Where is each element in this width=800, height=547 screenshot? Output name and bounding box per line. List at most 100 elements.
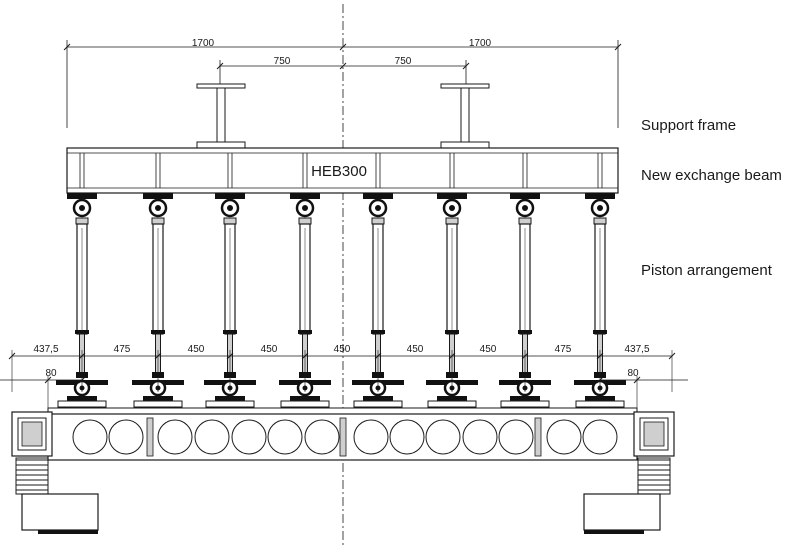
dim-tick-top-1 [339, 43, 347, 51]
piston-foot [67, 396, 97, 401]
abutment-core [21, 421, 43, 447]
support-frame-label: Support frame [641, 117, 737, 134]
support-i-beam-1 [196, 83, 246, 149]
dim-tick-inner-1 [339, 62, 347, 70]
slab-joint-1 [339, 417, 347, 457]
slab-joint-0 [146, 417, 154, 457]
slab-void-12 [546, 419, 582, 455]
piston-bearing-pad [57, 400, 107, 408]
dim-spacing-9: 437,5 [624, 344, 649, 355]
piston-collar [445, 217, 459, 225]
abutment-hatch-frame [15, 457, 49, 495]
slab-void-13 [582, 419, 618, 455]
piston-top-pin [449, 205, 455, 211]
slab-void-6 [304, 419, 340, 455]
piston-cylinder-end [75, 330, 89, 334]
slab-void-4 [231, 419, 267, 455]
exchange-beam [66, 147, 619, 194]
foundation-right-base [584, 530, 644, 534]
piston-cylinder-end [223, 330, 237, 334]
piston-bearing-pad [133, 400, 183, 408]
dim-spacing-6: 450 [407, 344, 424, 355]
foundation-left [21, 493, 99, 531]
piston-cylinder-end [593, 330, 607, 334]
dim-edge-left-label: 80 [45, 368, 57, 379]
spacing-tick-8 [596, 352, 604, 360]
piston-cylinder-end [371, 330, 385, 334]
spacing-tick-0 [8, 352, 16, 360]
slab-void-1 [108, 419, 144, 455]
dim-spacing-1: 437,5 [33, 344, 58, 355]
piston-bearing-pad [575, 400, 625, 408]
abutment-hatch-frame [637, 457, 671, 495]
dim-tick-top-2 [614, 43, 622, 51]
support-i-beam-2 [440, 83, 490, 149]
spacing-tick-3 [226, 352, 234, 360]
slab-void-10 [462, 419, 498, 455]
piston-foot [437, 396, 467, 401]
piston-top-plate [215, 193, 245, 199]
abutments [11, 411, 675, 534]
piston-collar [371, 217, 385, 225]
spacing-tick-7 [521, 352, 529, 360]
piston-cylinder-end [445, 330, 459, 334]
piston-array [56, 193, 626, 408]
beam-profile-label: HEB300 [311, 163, 367, 180]
piston-collar [151, 217, 165, 225]
dim-spacing-2: 475 [114, 344, 131, 355]
piston-bearing-pad [500, 400, 550, 408]
piston-foot [585, 396, 615, 401]
i-beam-web [460, 87, 470, 143]
piston-foot [143, 396, 173, 401]
piston-collar [593, 217, 607, 225]
piston-arrangement-label: Piston arrangement [641, 262, 772, 279]
slab-void-5 [267, 419, 303, 455]
spacing-tick-4 [301, 352, 309, 360]
piston-top-plate [290, 193, 320, 199]
slab-void-2 [157, 419, 193, 455]
slab-void-11 [498, 419, 534, 455]
piston-collar [518, 217, 532, 225]
dim-tick-inner-0 [216, 62, 224, 70]
slab-void-7 [353, 419, 389, 455]
piston-top-pin [302, 205, 308, 211]
dim-top-left-label: 1700 [192, 38, 215, 49]
dim-spacing-8: 475 [555, 344, 572, 355]
spacing-tick-6 [448, 352, 456, 360]
piston-foot [363, 396, 393, 401]
piston-bearing-pad [205, 400, 255, 408]
spacing-tick-9 [668, 352, 676, 360]
piston-top-pin [79, 205, 85, 211]
dim-spacing-4: 450 [261, 344, 278, 355]
foundation-right [583, 493, 661, 531]
hollow-core-slab [47, 407, 638, 461]
piston-top-plate [585, 193, 615, 199]
exchange-beam-label: New exchange beam [641, 167, 782, 184]
piston-top-plate [67, 193, 97, 199]
piston-top-pin [375, 205, 381, 211]
spacing-tick-2 [154, 352, 162, 360]
piston-collar [75, 217, 89, 225]
piston-top-pin [155, 205, 161, 211]
dim-tick-top-0 [63, 43, 71, 51]
dim-inner-right-label: 750 [395, 56, 412, 67]
piston-top-plate [363, 193, 393, 199]
foundation-left-base [38, 530, 98, 534]
piston-collar [223, 217, 237, 225]
piston-bearing-pad [280, 400, 330, 408]
slab-void-0 [72, 419, 108, 455]
piston-foot [215, 396, 245, 401]
i-beam-top-flange [196, 83, 246, 89]
abutment-2 [633, 411, 675, 495]
edge-tick-right-a [596, 376, 604, 384]
abutment-1 [11, 411, 53, 495]
slab-void-3 [194, 419, 230, 455]
beam-body [66, 147, 619, 194]
slab-void-9 [425, 419, 461, 455]
piston-collar [298, 217, 312, 225]
i-beam-web [216, 87, 226, 143]
piston-top-plate [143, 193, 173, 199]
abutment-core [643, 421, 665, 447]
piston-cylinder-end [298, 330, 312, 334]
i-beam-top-flange [440, 83, 490, 89]
